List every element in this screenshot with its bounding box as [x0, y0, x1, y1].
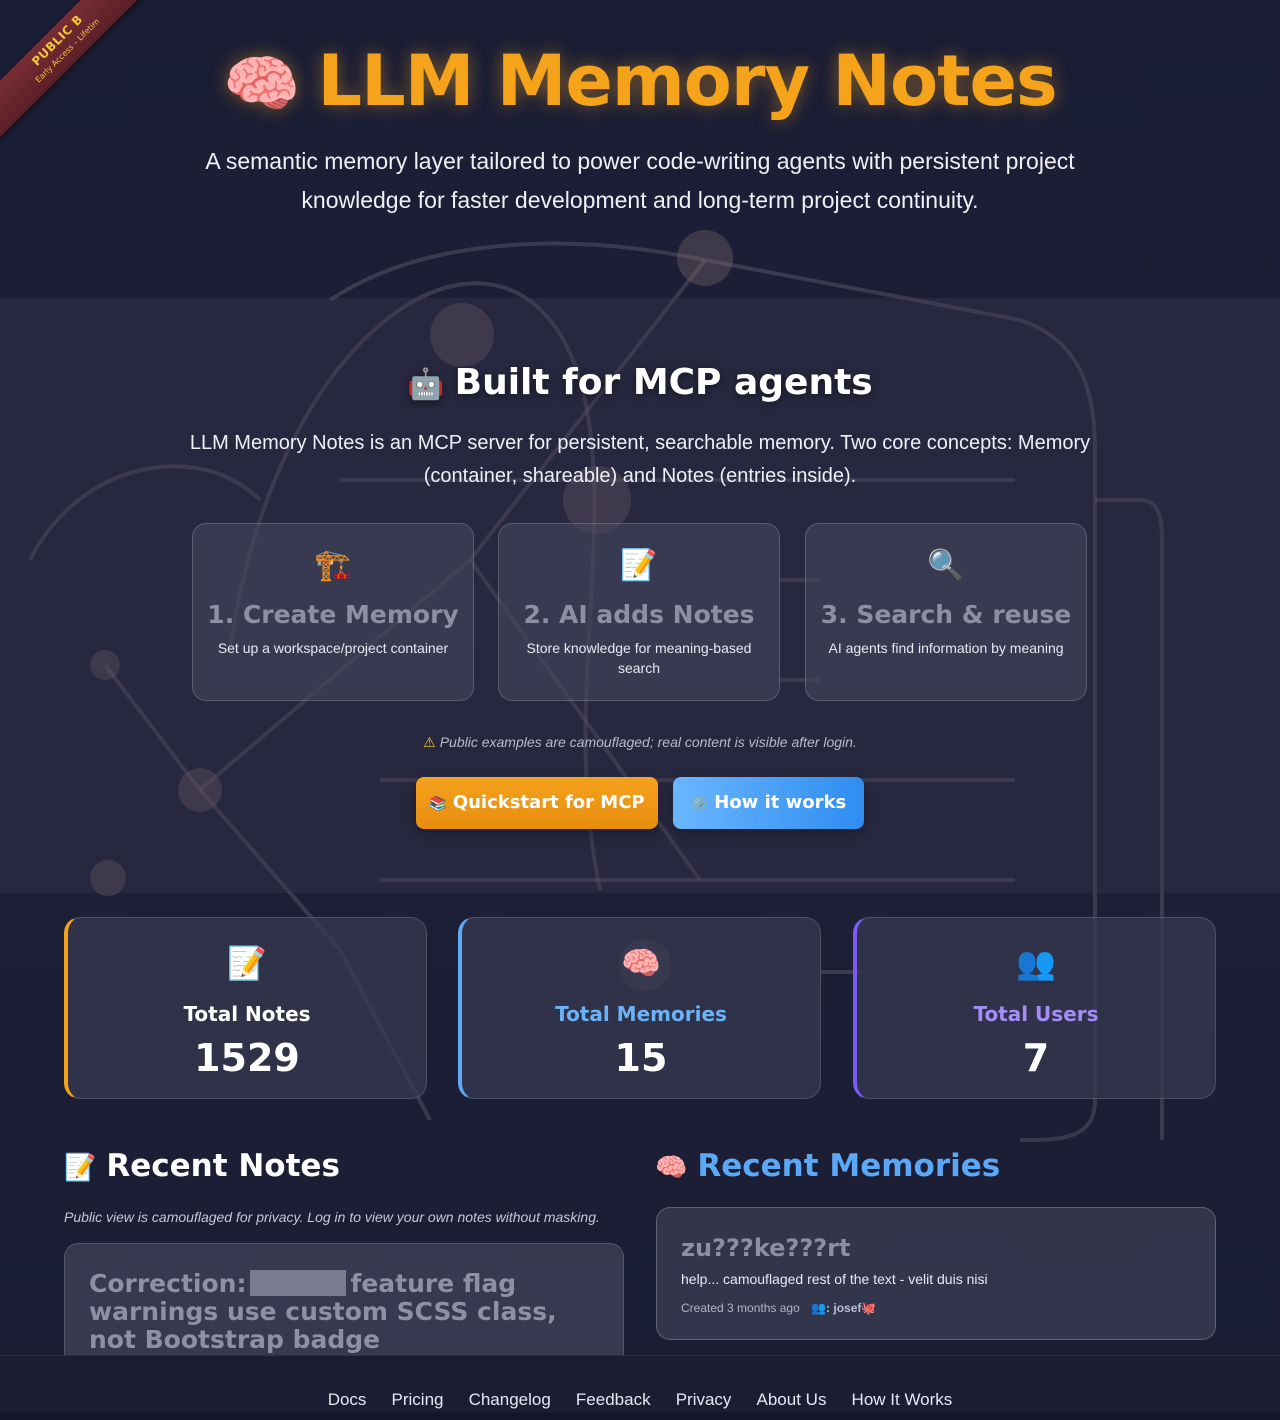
camouflage-warning: ⚠Public examples are camouflaged; real c… [0, 734, 1280, 751]
footer-link-docs[interactable]: Docs [327, 1390, 367, 1409]
footer-link-pricing[interactable]: Pricing [391, 1390, 444, 1409]
hero: 🧠LLM Memory Notes A semantic memory laye… [0, 0, 1280, 298]
masked-text-block [250, 1270, 347, 1296]
note-title-end: feature flag warnings use custom SCSS cl… [89, 1269, 557, 1354]
memory-owner-name: josef🐙 [833, 1301, 877, 1315]
step-card-search-reuse: 🔍 3. Search & reuse AI agents find infor… [805, 523, 1087, 701]
stat-total-memories: 🧠 Total Memories 15 [458, 917, 821, 1099]
footer-link-feedback[interactable]: Feedback [575, 1390, 651, 1409]
mcp-section-title-text: Built for MCP agents [454, 362, 873, 403]
magnifier-icon: 🔍 [927, 548, 965, 583]
page-title: 🧠LLM Memory Notes [0, 40, 1280, 122]
footer-link-privacy[interactable]: Privacy [675, 1390, 732, 1409]
note-title-start: Correction: [89, 1269, 247, 1298]
mcp-section-title: 🤖 Built for MCP agents [0, 362, 1280, 403]
brain-icon: 🧠 [655, 1153, 688, 1183]
footer-link-about-us[interactable]: About Us [756, 1390, 827, 1409]
stat-value: 15 [614, 1036, 668, 1080]
stat-total-users: 👥 Total Users 7 [853, 917, 1216, 1099]
step-card-ai-adds-notes: 📝 2. AI adds Notes Store knowledge for m… [498, 523, 780, 701]
books-icon: 📚 [429, 796, 447, 812]
mcp-section-description: LLM Memory Notes is an MCP server for pe… [189, 432, 1091, 487]
memory-preview: help... camouflaged rest of the text - v… [681, 1271, 988, 1287]
memory-created: Created 3 months ago [681, 1301, 800, 1315]
warning-icon: ⚠ [423, 734, 436, 750]
step-description: Set up a workspace/project container [217, 640, 449, 656]
quickstart-label: Quickstart for MCP [452, 792, 645, 813]
recent-notes-title: Recent Notes [106, 1148, 340, 1184]
footer-link-changelog[interactable]: Changelog [468, 1390, 551, 1409]
warning-text: Public examples are camouflaged; real co… [439, 734, 857, 750]
memory-meta: Created 3 months ago 👥: josef🐙 [681, 1301, 876, 1315]
quickstart-mcp-button[interactable]: 📚 Quickstart for MCP [416, 777, 658, 829]
recent-memories-heading: 🧠 Recent Memories [655, 1148, 1000, 1184]
step-title: 1. Create Memory [207, 600, 459, 629]
footer-links: Docs Pricing Changelog Feedback Privacy … [0, 1390, 1280, 1410]
footer-link-how-it-works[interactable]: How It Works [851, 1390, 953, 1409]
hero-subtitle: A semantic memory layer tailored to powe… [205, 148, 1075, 213]
brain-icon: 🧠 [621, 944, 661, 982]
stat-label: Total Memories [555, 1002, 727, 1026]
note-title: Correction:feature flag warnings use cus… [89, 1270, 599, 1354]
page-title-text: LLM Memory Notes [317, 40, 1058, 122]
stat-value: 1529 [194, 1036, 300, 1080]
memory-card[interactable]: zu???ke???rt help... camouflaged rest of… [656, 1207, 1216, 1340]
gear-icon: ⚙️ [690, 796, 709, 812]
step-title: 2. AI adds Notes [523, 600, 755, 629]
how-it-works-label: How it works [714, 792, 847, 813]
crane-icon: 🏗️ [314, 548, 352, 583]
users-icon: 👥 [1016, 944, 1056, 982]
step-description: AI agents find information by meaning [828, 640, 1064, 656]
step-card-create-memory: 🏗️ 1. Create Memory Set up a workspace/p… [192, 523, 474, 701]
step-description: Store knowledge for meaning-based search [526, 640, 752, 676]
robot-icon: 🤖 [407, 367, 445, 402]
footer: Docs Pricing Changelog Feedback Privacy … [0, 1355, 1280, 1420]
memo-icon: 📝 [620, 548, 658, 583]
stat-label: Total Users [973, 1002, 1099, 1026]
recent-memories-title: Recent Memories [697, 1148, 1001, 1184]
users-icon: 👥: [811, 1301, 831, 1315]
recent-notes-heading: 📝 Recent Notes [64, 1148, 340, 1184]
memory-owner: 👥: josef🐙 [811, 1301, 876, 1315]
memo-icon: 📝 [227, 944, 267, 982]
memory-title: zu???ke???rt [681, 1234, 851, 1262]
privacy-notice: Public view is camouflaged for privacy. … [64, 1209, 600, 1225]
stat-total-notes: 📝 Total Notes 1529 [64, 917, 427, 1099]
step-title: 3. Search & reuse [820, 600, 1072, 629]
stat-value: 7 [1022, 1036, 1050, 1080]
how-it-works-button[interactable]: ⚙️ How it works [673, 777, 864, 829]
stat-label: Total Notes [183, 1002, 311, 1026]
brain-icon: 🧠 [223, 47, 300, 120]
memo-icon: 📝 [64, 1153, 97, 1183]
footer-bottom-bar [0, 1412, 1280, 1420]
